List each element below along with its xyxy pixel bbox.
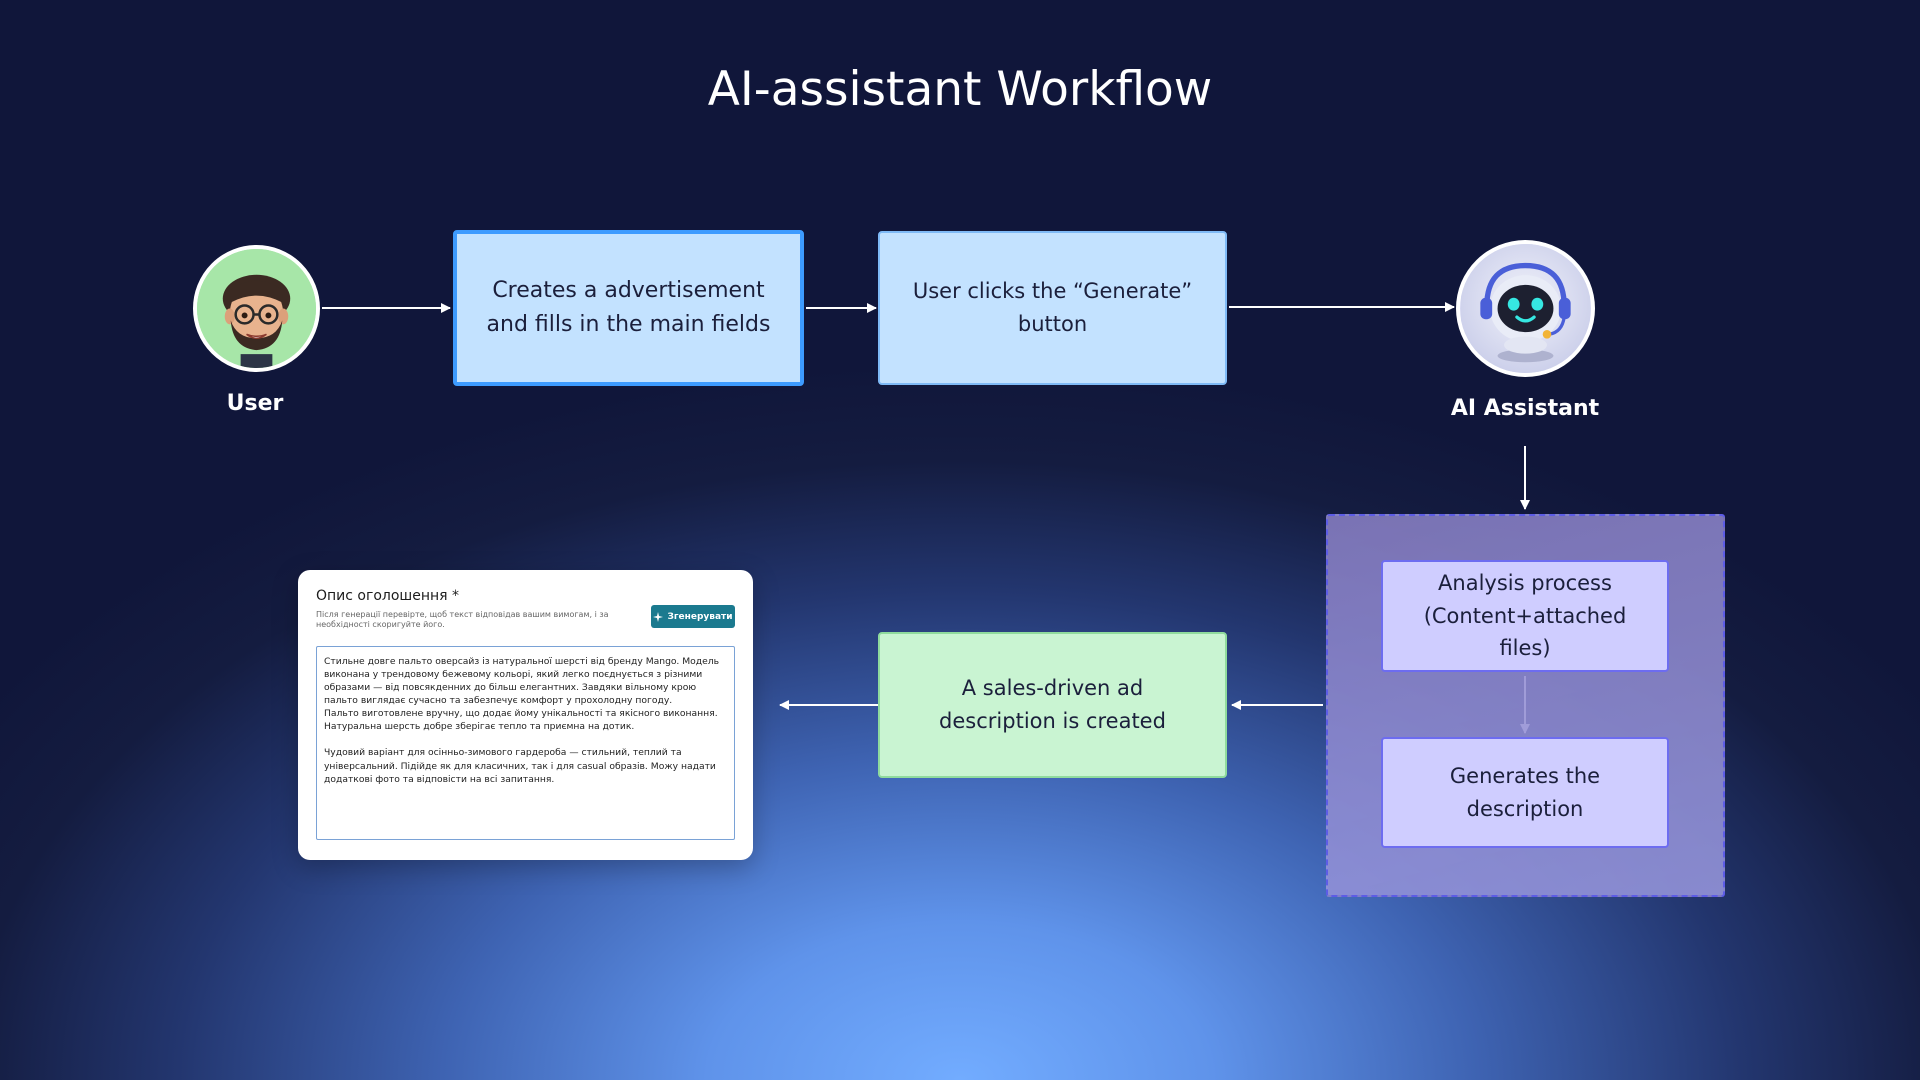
sales-description-text: A sales-driven ad description is created xyxy=(939,676,1166,733)
click-generate-box: User clicks the “Generate” button xyxy=(878,231,1227,385)
user-label: User xyxy=(226,391,284,416)
diagram-title: AI-assistant Workflow xyxy=(707,62,1213,117)
click-generate-text: User clicks the “Generate” button xyxy=(912,279,1193,336)
generate-button-label: Згенерувати xyxy=(667,611,733,622)
ai-assistant-avatar xyxy=(1456,240,1595,377)
robot-headset-avatar-icon xyxy=(1461,244,1590,373)
generates-description-box: Generates the description xyxy=(1381,737,1669,848)
create-advertisement-text: Creates a advertisement and fills in the… xyxy=(486,277,771,337)
generates-description-text: Generates the description xyxy=(1449,763,1601,821)
generate-button[interactable]: Згенерувати xyxy=(651,605,735,628)
user-memoji-avatar-icon xyxy=(197,249,316,368)
analysis-process-text: Analysis process (Content+attached files… xyxy=(1423,571,1627,661)
card-hint: Після генерації перевірте, щоб текст від… xyxy=(316,610,609,630)
ad-description-textarea[interactable]: Стильне довге пальто оверсайз із натурал… xyxy=(316,646,735,840)
ai-assistant-label: AI Assistant xyxy=(1450,396,1600,421)
user-avatar xyxy=(193,245,320,372)
create-advertisement-box: Creates a advertisement and fills in the… xyxy=(453,230,804,386)
analysis-process-box: Analysis process (Content+attached files… xyxy=(1381,560,1669,672)
sparkle-icon xyxy=(653,611,664,622)
card-title: Опис оголошення * xyxy=(316,588,460,604)
ad-description-preview-card: Опис оголошення * Після генерації переві… xyxy=(298,570,753,860)
sales-description-box: A sales-driven ad description is created xyxy=(878,632,1227,778)
